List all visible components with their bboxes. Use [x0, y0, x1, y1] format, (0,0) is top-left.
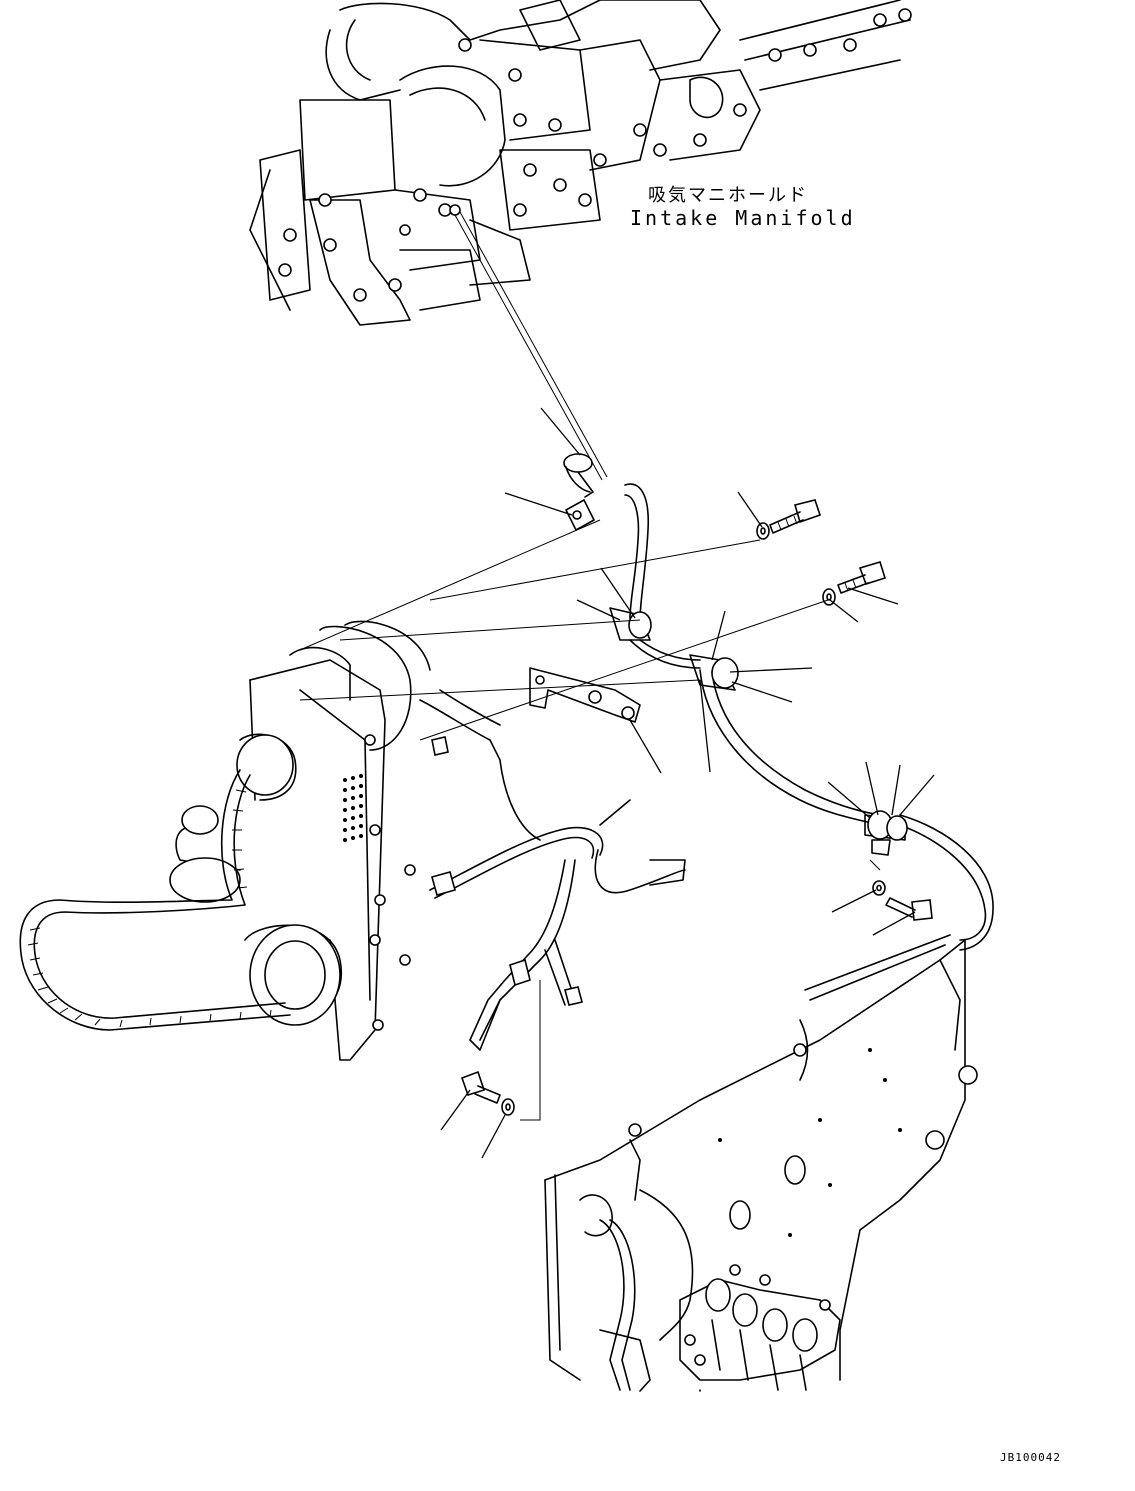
frame-panel	[544, 939, 978, 1381]
tube-clamp	[609, 607, 652, 641]
front-cover-assembly	[169, 620, 431, 1061]
washer	[501, 1098, 515, 1116]
intake-manifold-label-jp: 吸気マニホールド	[648, 185, 808, 206]
bolt	[460, 1070, 501, 1104]
wiring-harness	[419, 689, 686, 1051]
banjo-fitting	[563, 453, 594, 498]
intake-manifold-label-en: Intake Manifold	[630, 206, 856, 230]
engine-intake-manifold-assembly	[249, 0, 912, 326]
assembly-lines	[299, 519, 881, 1121]
fan-belt	[19, 769, 291, 1031]
washer	[756, 522, 770, 540]
vent-dots	[343, 774, 363, 842]
leader-lines	[440, 407, 935, 1159]
bolt	[769, 499, 822, 534]
boost-sensor-tube	[454, 211, 994, 1001]
tube-clamp	[864, 810, 908, 856]
gasket	[565, 499, 595, 531]
mounting-bracket	[529, 667, 641, 723]
washer	[872, 880, 886, 896]
drawing-code: JB100042	[1000, 1451, 1061, 1464]
solenoid-valve-assembly	[579, 1189, 841, 1392]
bolt	[837, 561, 887, 594]
bolt	[885, 897, 933, 921]
tube-clamp	[689, 654, 739, 691]
